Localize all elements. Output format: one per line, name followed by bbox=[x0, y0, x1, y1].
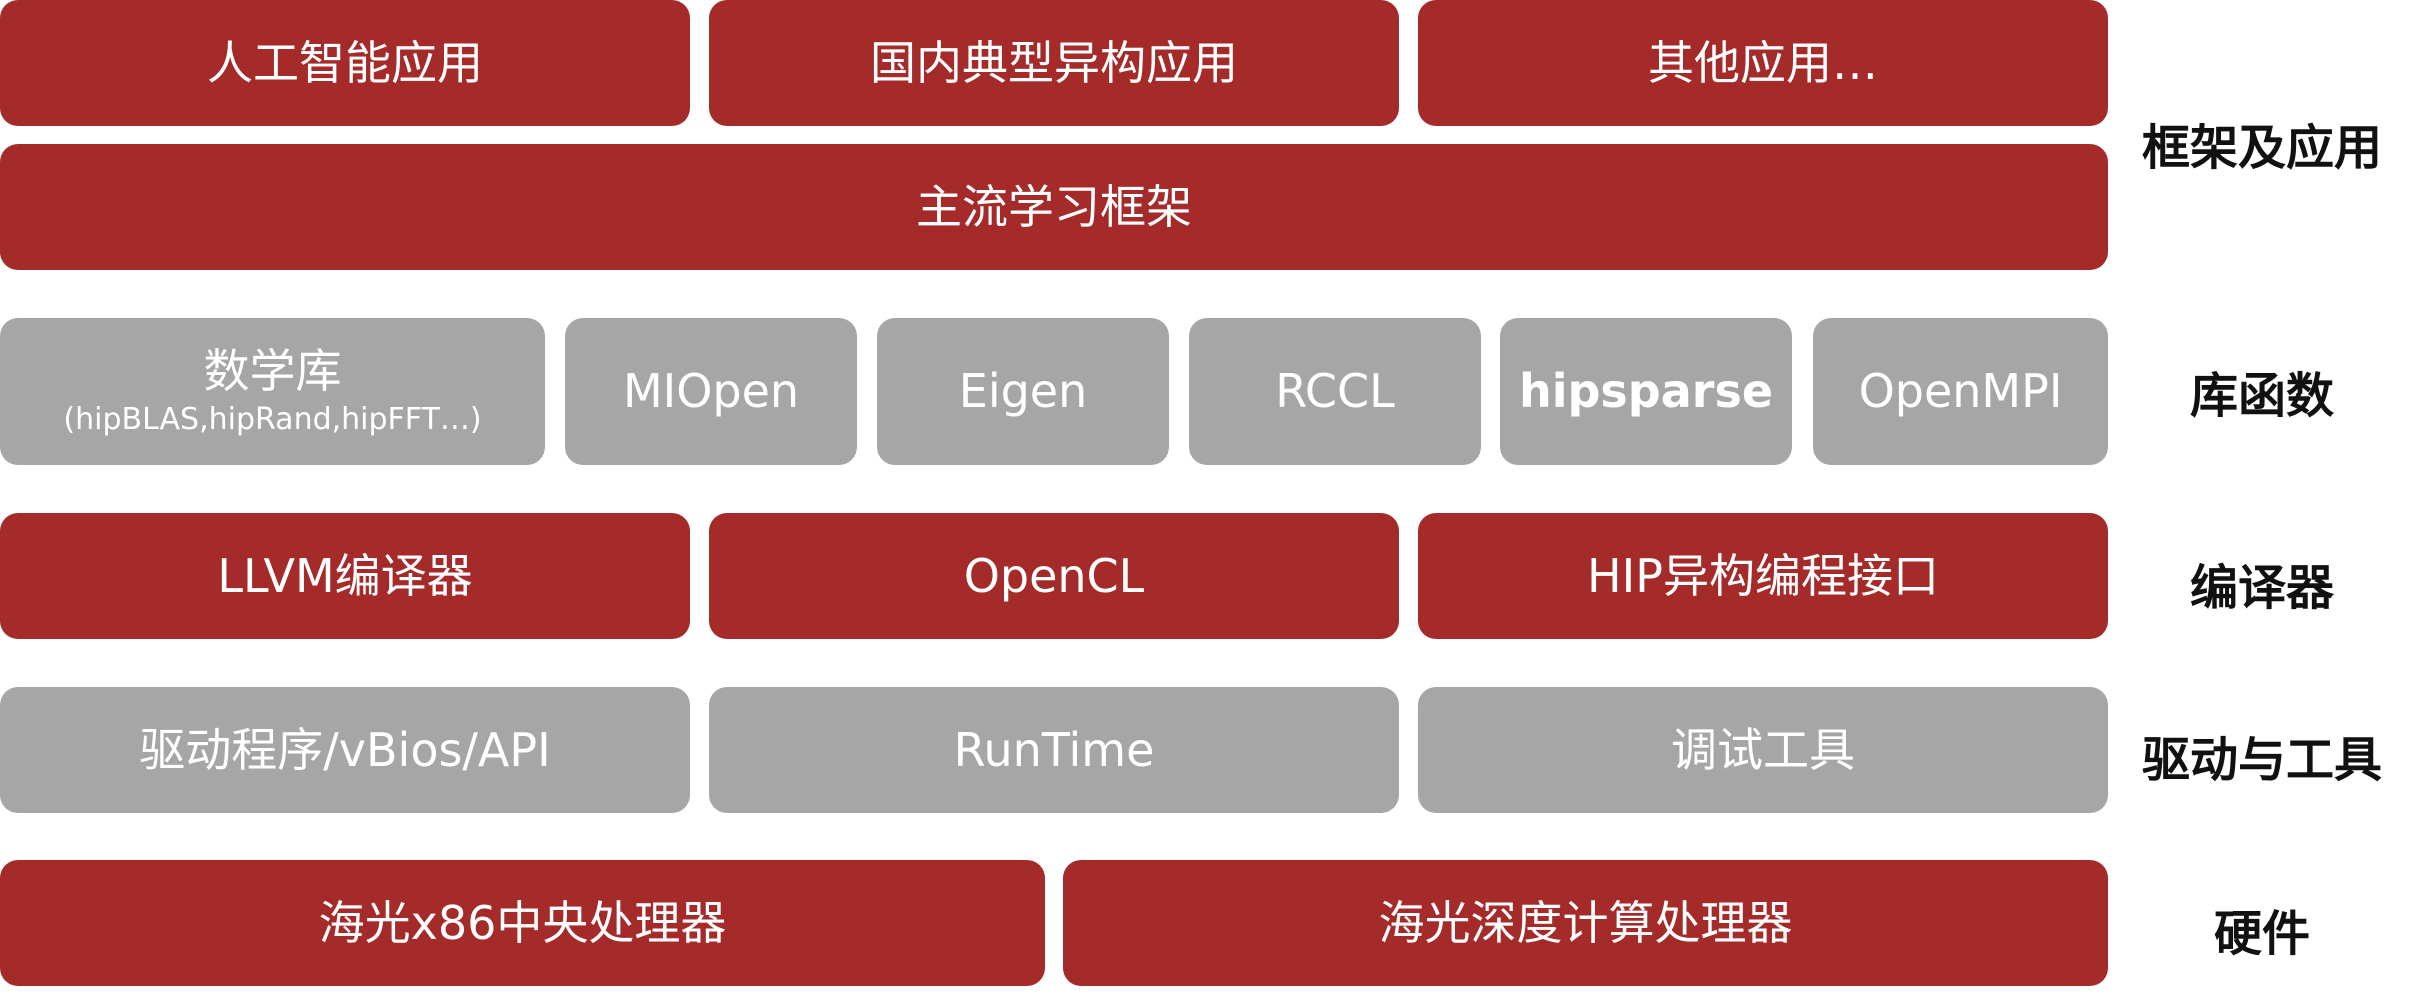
lib-openmpi: OpenMPI bbox=[1813, 318, 2108, 465]
app-other: 其他应用… bbox=[1418, 0, 2108, 126]
driver-debug-tools-label: 调试工具 bbox=[1671, 722, 1855, 777]
app-ai: 人工智能应用 bbox=[0, 0, 690, 126]
lib-miopen: MIOpen bbox=[565, 318, 857, 465]
compiler-opencl-label: OpenCL bbox=[963, 548, 1145, 603]
app-other-label: 其他应用… bbox=[1648, 35, 1878, 90]
compiler-hip: HIP异构编程接口 bbox=[1418, 513, 2108, 639]
hw-dcu-label: 海光深度计算处理器 bbox=[1378, 895, 1793, 950]
hw-dcu: 海光深度计算处理器 bbox=[1063, 860, 2108, 986]
driver-debug-tools: 调试工具 bbox=[1418, 687, 2108, 813]
layer-label-hardware: 硬件 bbox=[2213, 906, 2310, 962]
app-domestic-heterogeneous-label: 国内典型异构应用 bbox=[870, 35, 1238, 90]
layer-label-library: 库函数 bbox=[2189, 368, 2334, 424]
lib-rccl: RCCL bbox=[1189, 318, 1481, 465]
layer-label-compiler: 编译器 bbox=[2189, 560, 2334, 616]
lib-eigen: Eigen bbox=[877, 318, 1169, 465]
lib-openmpi-label: OpenMPI bbox=[1858, 364, 2063, 419]
mainstream-frameworks: 主流学习框架 bbox=[0, 144, 2108, 270]
lib-hipsparse-label: hipsparse bbox=[1518, 364, 1774, 419]
lib-rccl-label: RCCL bbox=[1275, 364, 1395, 419]
layer-label-driver: 驱动与工具 bbox=[2141, 732, 2382, 788]
hw-x86-cpu-label: 海光x86中央处理器 bbox=[318, 895, 727, 950]
app-domestic-heterogeneous: 国内典型异构应用 bbox=[709, 0, 1399, 126]
app-ai-label: 人工智能应用 bbox=[207, 35, 483, 90]
lib-math-sub: (hipBLAS,hipRand,hipFFT…) bbox=[63, 401, 482, 437]
driver-vbios-api-label: 驱动程序/vBios/API bbox=[139, 722, 551, 777]
layer-label-framework: 框架及应用 bbox=[2141, 120, 2382, 176]
lib-hipsparse: hipsparse bbox=[1500, 318, 1792, 465]
hw-x86-cpu: 海光x86中央处理器 bbox=[0, 860, 1045, 986]
compiler-hip-label: HIP异构编程接口 bbox=[1587, 548, 1939, 603]
compiler-llvm-label: LLVM编译器 bbox=[217, 548, 473, 603]
lib-math: 数学库 (hipBLAS,hipRand,hipFFT…) bbox=[0, 318, 545, 465]
mainstream-frameworks-label: 主流学习框架 bbox=[916, 179, 1192, 234]
compiler-opencl: OpenCL bbox=[709, 513, 1399, 639]
lib-eigen-label: Eigen bbox=[958, 364, 1088, 419]
lib-miopen-label: MIOpen bbox=[622, 364, 800, 419]
driver-runtime-label: RunTime bbox=[953, 722, 1155, 777]
driver-vbios-api: 驱动程序/vBios/API bbox=[0, 687, 690, 813]
compiler-llvm: LLVM编译器 bbox=[0, 513, 690, 639]
driver-runtime: RunTime bbox=[709, 687, 1399, 813]
lib-math-label: 数学库 bbox=[203, 344, 342, 399]
